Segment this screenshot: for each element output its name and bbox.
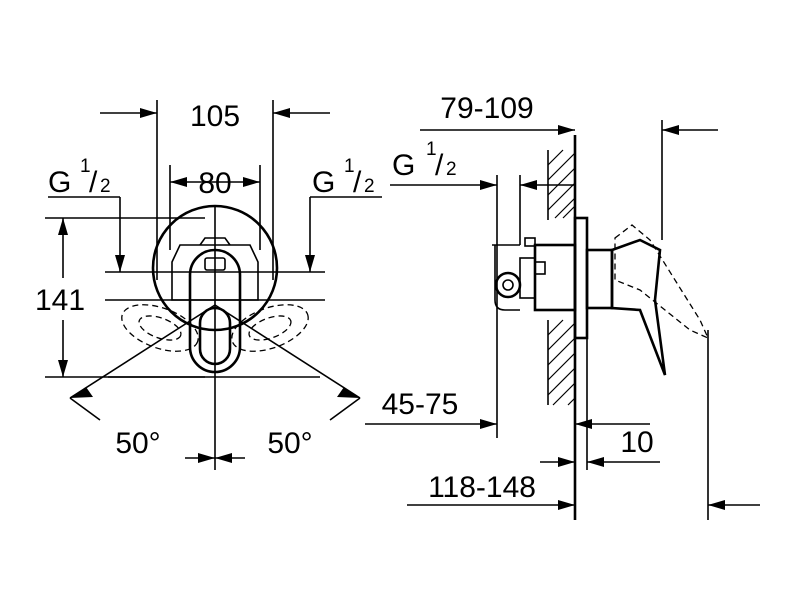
cover-plate — [573, 216, 589, 340]
valve-body — [533, 243, 577, 312]
dim-80-label: 80 — [198, 167, 231, 200]
lever-handle — [188, 248, 242, 374]
dim-141-label: 141 — [35, 284, 85, 317]
svg-text:/: / — [353, 166, 362, 199]
ghost-handle-left — [121, 304, 199, 352]
svg-text:/: / — [89, 166, 98, 199]
angle-left-label: 50° — [115, 427, 160, 460]
svg-text:1: 1 — [80, 156, 91, 177]
dim-79-109-label: 79-109 — [440, 92, 533, 125]
escutcheon — [151, 204, 279, 332]
svg-text:1: 1 — [426, 139, 437, 160]
svg-text:G: G — [312, 166, 335, 199]
dim-10-label: 10 — [620, 426, 653, 459]
angle-right-label: 50° — [267, 427, 312, 460]
svg-text:2: 2 — [364, 176, 375, 197]
svg-text:G: G — [392, 149, 415, 182]
svg-text:2: 2 — [100, 176, 111, 197]
ghost-lever-side — [614, 224, 710, 340]
dim-105-label: 105 — [190, 100, 240, 133]
svg-text:/: / — [435, 149, 444, 182]
dim-45-75-label: 45-75 — [382, 388, 459, 421]
dim-118-148-label: 118-148 — [428, 471, 536, 504]
side-view: 79-109 G 1 / 2 — [365, 92, 760, 520]
lever-side — [610, 238, 667, 376]
svg-text:G: G — [48, 166, 71, 199]
svg-text:2: 2 — [446, 159, 457, 180]
svg-text:1: 1 — [344, 156, 355, 177]
ghost-handle-right — [231, 304, 309, 352]
connection-nut — [494, 271, 522, 299]
thread-label-side: G 1 / 2 — [392, 139, 457, 182]
wall-hatching — [547, 149, 576, 406]
front-view: 105 80 G 1 / 2 G 1 / 2 — [35, 100, 382, 470]
thread-label-left: G 1 / 2 — [48, 156, 111, 199]
thread-label-right: G 1 / 2 — [312, 156, 375, 199]
